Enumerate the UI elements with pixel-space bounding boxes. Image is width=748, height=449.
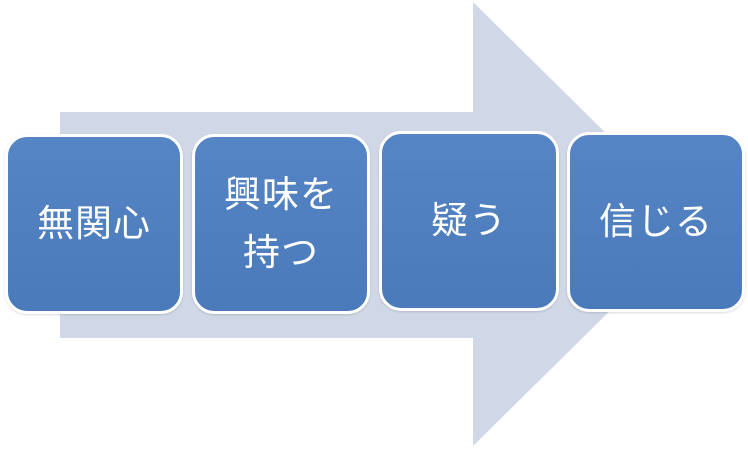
step-1-label: 無関心 xyxy=(37,202,151,245)
step-4-label: 信じる xyxy=(599,200,713,243)
step-3-label: 疑う xyxy=(431,199,507,242)
step-1-box: 無関心 xyxy=(5,134,183,314)
step-2-box: 興味を 持つ xyxy=(192,134,370,314)
step-2-label: 興味を 持つ xyxy=(224,173,338,274)
step-3-box: 疑う xyxy=(379,131,559,311)
step-4-box: 信じる xyxy=(567,132,745,312)
